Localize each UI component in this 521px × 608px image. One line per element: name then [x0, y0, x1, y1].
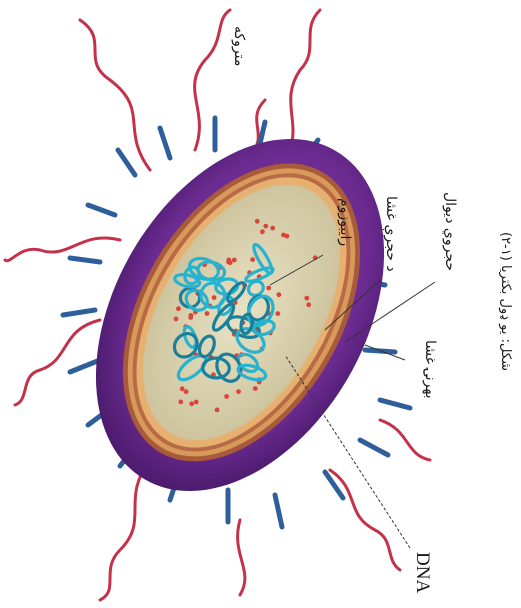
ribosome-dot — [226, 258, 231, 263]
label-dna: DNA — [413, 552, 432, 593]
ribosome-dot — [188, 315, 193, 320]
ribosome-dot — [263, 224, 268, 229]
ribosome-dot — [176, 306, 181, 311]
ribosome-dot — [178, 400, 183, 405]
ribosome-dot — [304, 296, 309, 301]
label-ribosome: رايبوزوم — [338, 198, 352, 246]
label-cell-membrane: د حجرې غشا — [384, 196, 398, 272]
ribosome-dot — [260, 229, 265, 234]
flagellum-8 — [330, 470, 400, 570]
flagellum-2 — [195, 10, 230, 150]
ribosome-dot — [275, 311, 280, 316]
label-outer-membrane: بهرنۍ غشا — [423, 340, 437, 399]
ribosome-dot — [266, 286, 271, 291]
ribosome-dot — [250, 257, 255, 262]
leader-dna — [285, 355, 410, 548]
figure-caption: (۲-۱) شکل: يو ډول بکتريا — [499, 232, 512, 371]
ribosome-dot — [205, 311, 210, 316]
ribosome-dot — [270, 226, 275, 231]
flagellum-1 — [80, 20, 150, 170]
ribosome-dot — [194, 400, 199, 405]
label-cell-wall: حجروي ديوال — [443, 192, 457, 271]
flagellum-6 — [100, 460, 150, 600]
ribosome-dot — [253, 386, 258, 391]
ribosome-dot — [255, 219, 260, 224]
ribosome-dot — [184, 389, 189, 394]
flagellum-7 — [238, 520, 245, 595]
ribosome-dot — [174, 317, 179, 322]
ribosome-dot — [180, 386, 185, 391]
ribosome-dot — [306, 302, 311, 307]
ribosome-dot — [232, 258, 237, 263]
ribosome-dot — [236, 389, 241, 394]
ribosome-dot — [281, 233, 286, 238]
ribosome-dot — [215, 408, 220, 413]
label-flagellum: متروکه — [232, 26, 246, 66]
ribosome-dot — [224, 394, 229, 399]
flagellum-4 — [5, 238, 120, 261]
ribosome-dot — [189, 401, 194, 406]
ribosome-dot — [277, 292, 282, 297]
ribosome-dot — [212, 295, 217, 300]
flagellum-3 — [290, 10, 320, 150]
